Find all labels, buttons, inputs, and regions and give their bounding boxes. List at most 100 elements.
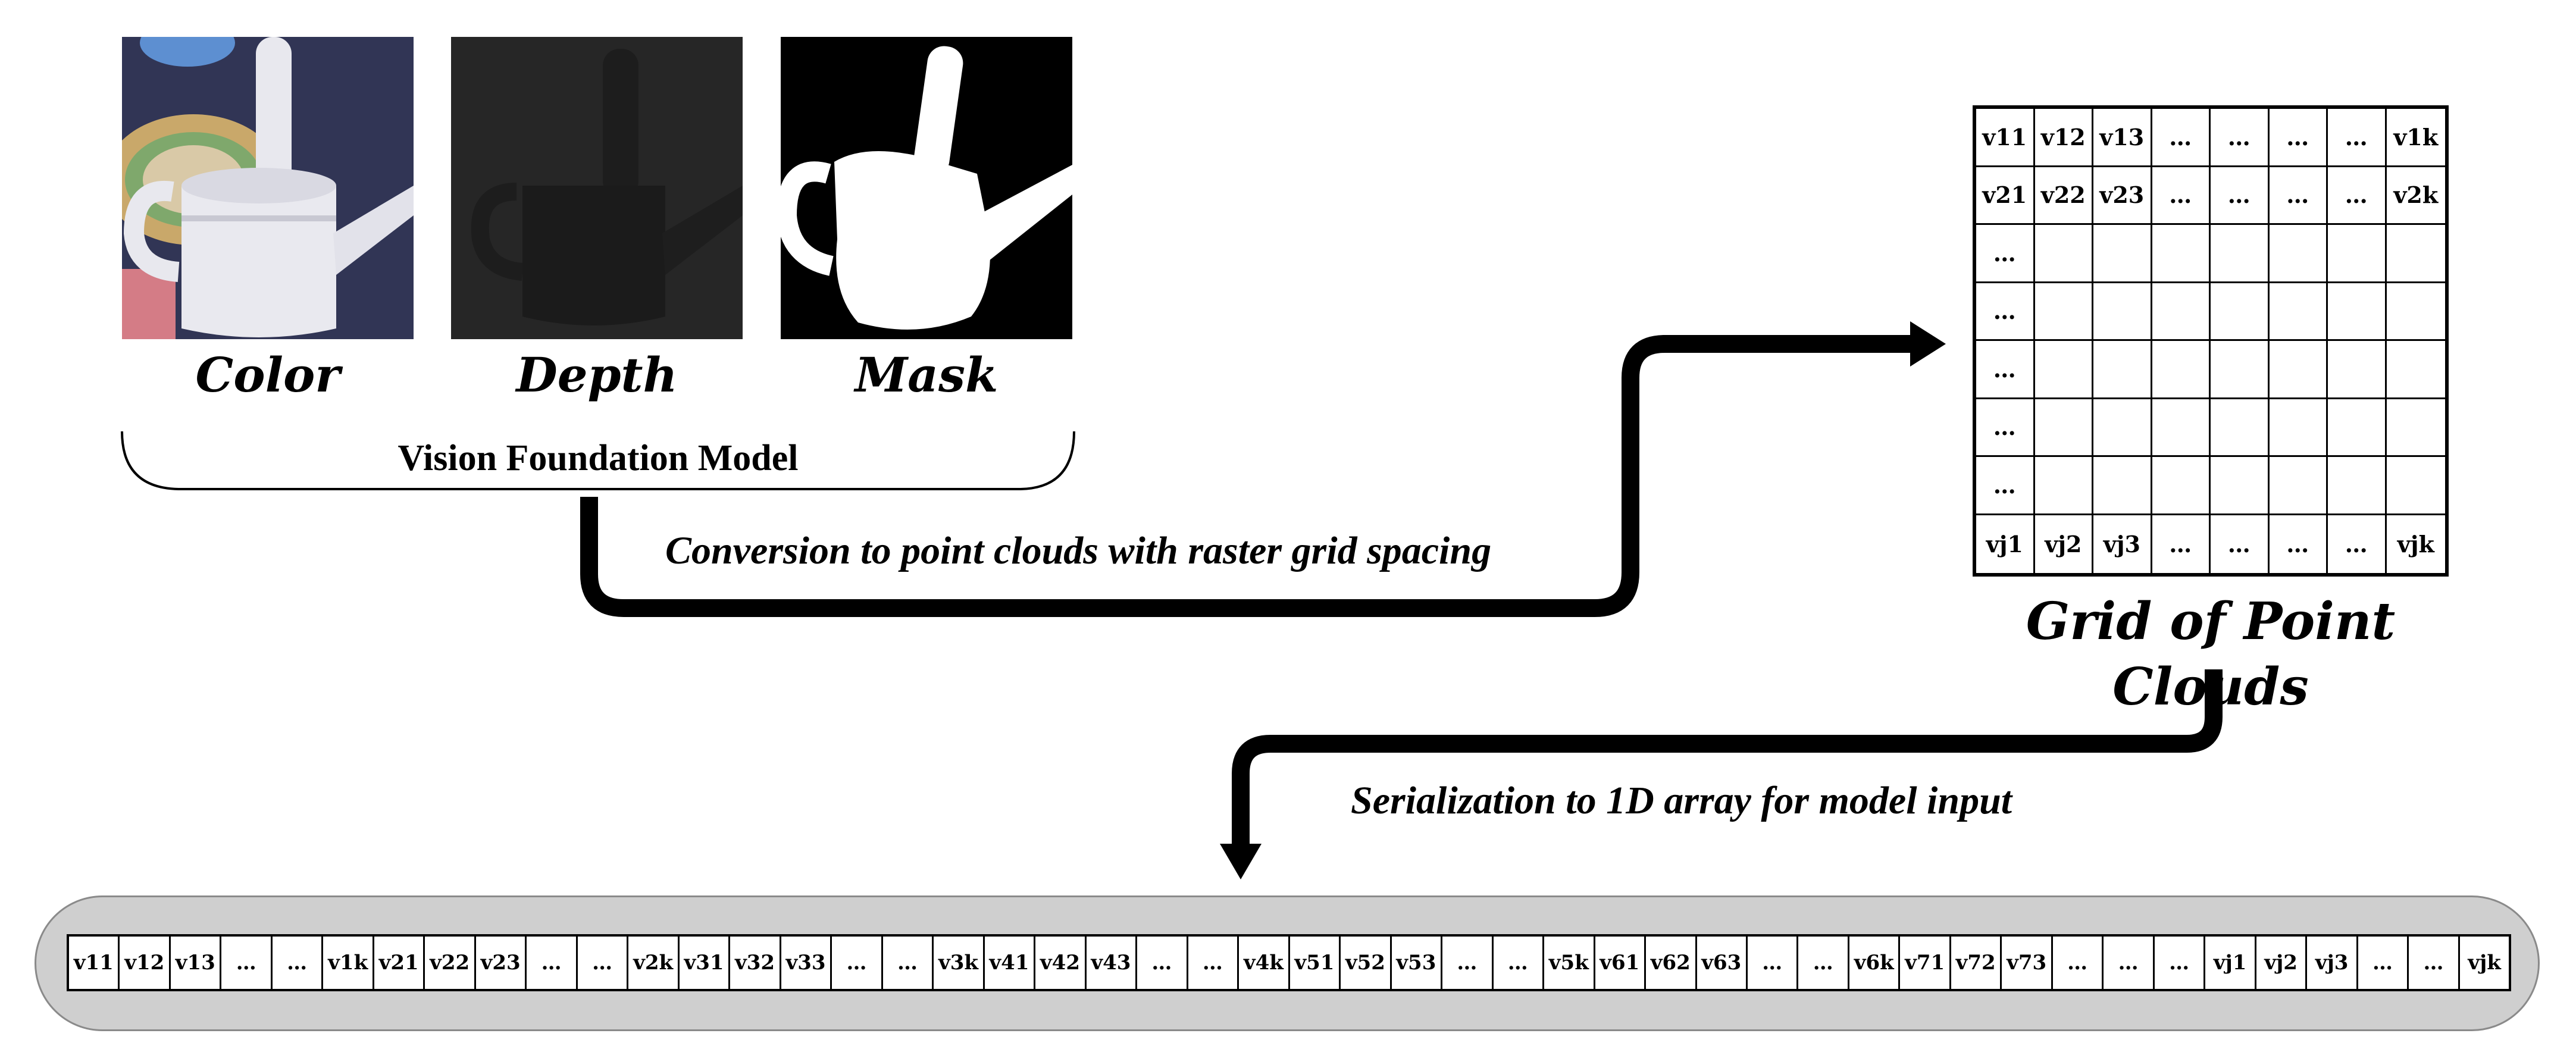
array-cell: v1k [323, 937, 374, 989]
array-cell: v43 [1087, 937, 1138, 989]
grid-cell: v12 [2034, 109, 2093, 167]
mask-image [781, 37, 1072, 339]
grid-cell: vj1 [1976, 515, 2035, 573]
grid-cell [2328, 399, 2387, 457]
grid-cell: … [1976, 341, 2035, 399]
array-cell: v6k [1849, 937, 1901, 989]
grid-cell: v1k [2386, 109, 2445, 167]
grid-title: Grid of Point Clouds [2026, 591, 2396, 717]
grid-cell [2093, 399, 2152, 457]
array-cell: v42 [1035, 937, 1087, 989]
array-cell: v22 [425, 937, 476, 989]
array-cell: … [221, 937, 273, 989]
grid-cell [2152, 225, 2211, 283]
grid-cell [2328, 457, 2387, 515]
array-cell: … [2104, 937, 2155, 989]
array-cell: v11 [69, 937, 120, 989]
grid-cell [2093, 283, 2152, 341]
array-cell: v52 [1341, 937, 1392, 989]
grid-cell: … [2152, 109, 2211, 167]
conversion-arrowhead [1910, 321, 1946, 367]
array-cell: … [1494, 937, 1545, 989]
grid-cell [2386, 399, 2445, 457]
grid-cell: … [2269, 109, 2328, 167]
grid-cell: … [1976, 225, 2035, 283]
conversion-label: Conversion to point clouds with raster g… [665, 529, 1492, 572]
array-cell: … [578, 937, 629, 989]
grid-cell [2386, 457, 2445, 515]
grid-cell: … [2328, 109, 2387, 167]
grid-cell: … [1976, 399, 2035, 457]
grid-cell: … [2328, 515, 2387, 573]
grid-cell: v11 [1976, 109, 2035, 167]
array-cell: … [832, 937, 883, 989]
array-cell: v31 [680, 937, 731, 989]
array-cell: … [2155, 937, 2206, 989]
grid-cell [2269, 283, 2328, 341]
grid-cell: v2k [2386, 167, 2445, 225]
grid-cell: vj3 [2093, 515, 2152, 573]
serialization-arrowhead [1220, 844, 1262, 879]
array-cell: v71 [1900, 937, 1951, 989]
grid-cell: … [2269, 167, 2328, 225]
array-cell: v33 [781, 937, 832, 989]
grid-cell [2093, 457, 2152, 515]
grid-cell [2328, 341, 2387, 399]
vision-foundation-model-label: Vision Foundation Model [397, 438, 799, 478]
array-cell: … [1798, 937, 1849, 989]
array-cell: … [273, 937, 324, 989]
array-cell: vj1 [2205, 937, 2256, 989]
grid-cell: … [2211, 109, 2270, 167]
array-cell: … [2409, 937, 2460, 989]
array-cell: v3k [934, 937, 985, 989]
grid-cell [2152, 399, 2211, 457]
grid-cell [2211, 341, 2270, 399]
array-cell: v4k [1239, 937, 1290, 989]
grid-cell [2328, 283, 2387, 341]
array-cell: v62 [1646, 937, 1697, 989]
array-cell: v12 [120, 937, 171, 989]
grid-cell [2386, 283, 2445, 341]
grid-cell [2034, 399, 2093, 457]
array-cell: v63 [1697, 937, 1748, 989]
grid-cell: vj2 [2035, 515, 2093, 573]
grid-cell [2211, 457, 2270, 515]
color-caption: Color [195, 347, 340, 403]
grid-cell [2034, 457, 2093, 515]
color-image [122, 37, 414, 339]
watering-can-mask-icon [781, 37, 1072, 339]
array-cell: … [1188, 937, 1240, 989]
grid-cell [2034, 341, 2093, 399]
grid-cell [2211, 399, 2270, 457]
watering-can-color-photo-icon [122, 37, 414, 339]
array-cell: vjk [2468, 951, 2501, 975]
grid-cell [2386, 341, 2445, 399]
grid-cell: v23 [2093, 167, 2152, 225]
array-cell: … [2053, 937, 2104, 989]
array-cell: v61 [1595, 937, 1647, 989]
array-cell: … [883, 937, 934, 989]
grid-cell [2093, 225, 2152, 283]
grid-cell [2152, 283, 2211, 341]
grid-cell: v22 [2034, 167, 2093, 225]
grid-cell [2152, 341, 2211, 399]
array-cell: … [527, 937, 578, 989]
array-cell: … [2358, 937, 2409, 989]
array-cell: v2k [628, 937, 680, 989]
array-cell: … [1137, 937, 1188, 989]
grid-cell: vjk [2397, 530, 2434, 558]
grid-cell: v13 [2093, 109, 2152, 167]
grid-cell [2269, 341, 2328, 399]
array-cell: v51 [1290, 937, 1341, 989]
array-cell: … [1442, 937, 1494, 989]
grid-cell [2269, 457, 2328, 515]
grid-cell [2034, 283, 2093, 341]
array-cell: v23 [476, 937, 527, 989]
grid-cell: v21 [1976, 167, 2035, 225]
grid-cell: … [1976, 457, 2035, 515]
grid-cell [2386, 225, 2445, 283]
depth-image [451, 37, 743, 339]
mask-caption: Mask [855, 347, 999, 403]
